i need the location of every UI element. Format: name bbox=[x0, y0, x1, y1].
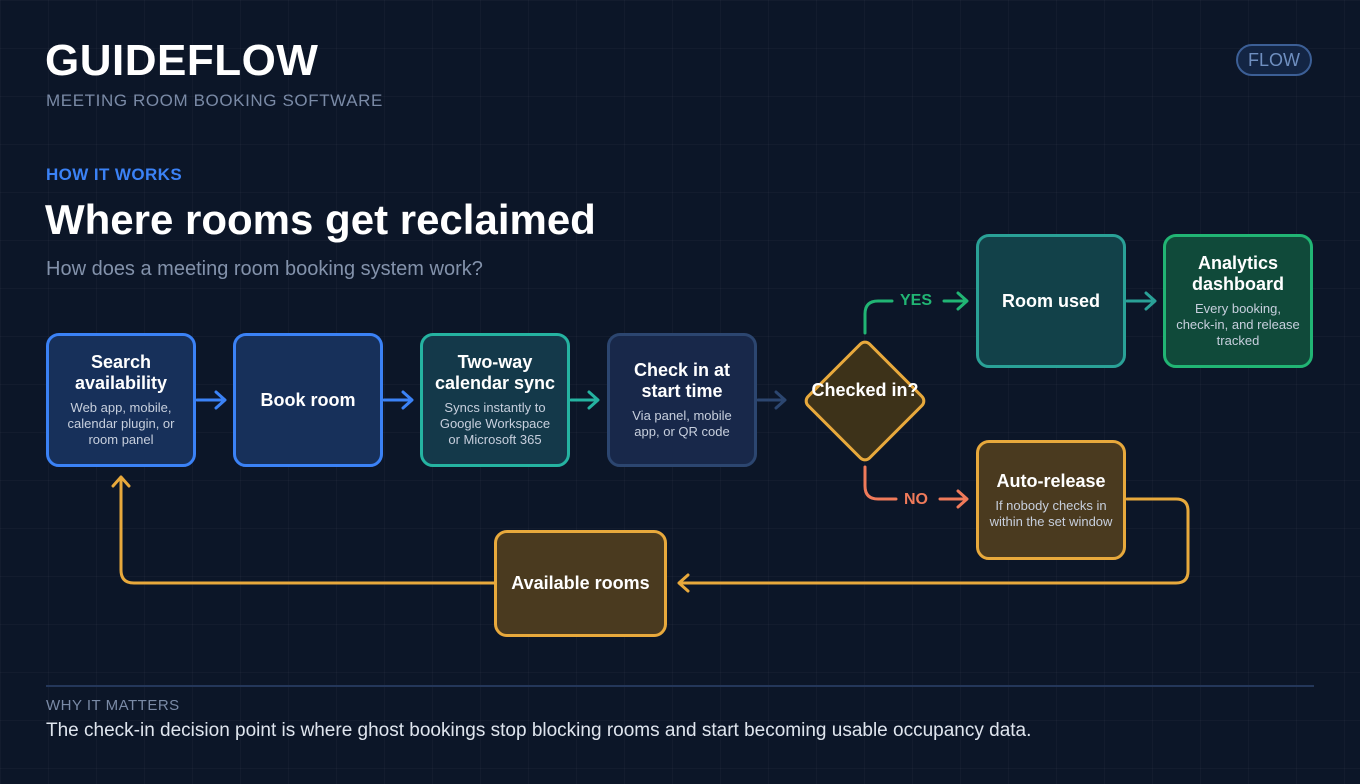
calendar-sync-title: Two-way calendar sync bbox=[434, 352, 556, 393]
page-title: Where rooms get reclaimed bbox=[45, 196, 596, 243]
calendar-sync-desc: Syncs instantly to Google Workspace or M… bbox=[439, 400, 551, 447]
calendar-sync-node: Two-way calendar sync Syncs instantly to… bbox=[420, 333, 570, 467]
search-availability-title: Search availability bbox=[74, 352, 168, 393]
analytics-dashboard-title: Analytics dashboard bbox=[1191, 253, 1284, 294]
brand-title: GUIDEFLOW bbox=[45, 36, 319, 85]
footer-takeaway: The check-in decision point is where gho… bbox=[46, 720, 1032, 741]
search-availability-node: Search availability Web app, mobile, cal… bbox=[46, 333, 196, 467]
product-subtitle: MEETING ROOM BOOKING SOFTWARE bbox=[46, 91, 383, 110]
check-in-desc: Via panel, mobile app, or QR code bbox=[632, 408, 732, 439]
auto-release-title: Auto-release bbox=[996, 470, 1106, 491]
footer-divider bbox=[46, 685, 1314, 687]
room-used-title: Room used bbox=[1001, 290, 1100, 311]
room-used-node: Room used bbox=[976, 234, 1126, 368]
available-rooms-node: Available rooms bbox=[494, 530, 667, 637]
page-question: How does a meeting room booking system w… bbox=[46, 258, 483, 280]
check-in-title: Check in at start time bbox=[633, 360, 731, 401]
available-rooms-title: Available rooms bbox=[511, 573, 650, 593]
flow-badge: FLOW bbox=[1236, 44, 1312, 76]
analytics-dashboard-node: Analytics dashboard Every booking, check… bbox=[1163, 234, 1313, 368]
book-room-title: Book room bbox=[260, 389, 356, 410]
checked-in-decision-label: Checked in? bbox=[811, 380, 919, 400]
footer-eyebrow: WHY IT MATTERS bbox=[46, 697, 180, 714]
analytics-dashboard-desc: Every booking, check-in, and release tra… bbox=[1176, 301, 1300, 348]
section-eyebrow: HOW IT WORKS bbox=[46, 165, 183, 184]
auto-release-node: Auto-release If nobody checks in within … bbox=[976, 440, 1126, 560]
search-availability-desc: Web app, mobile, calendar plugin, or roo… bbox=[67, 400, 175, 447]
book-room-node: Book room bbox=[233, 333, 383, 467]
yes-branch-label: YES bbox=[900, 292, 933, 309]
check-in-node: Check in at start time Via panel, mobile… bbox=[607, 333, 757, 467]
auto-release-desc: If nobody checks in within the set windo… bbox=[989, 497, 1113, 529]
no-branch-label: NO bbox=[904, 491, 928, 508]
